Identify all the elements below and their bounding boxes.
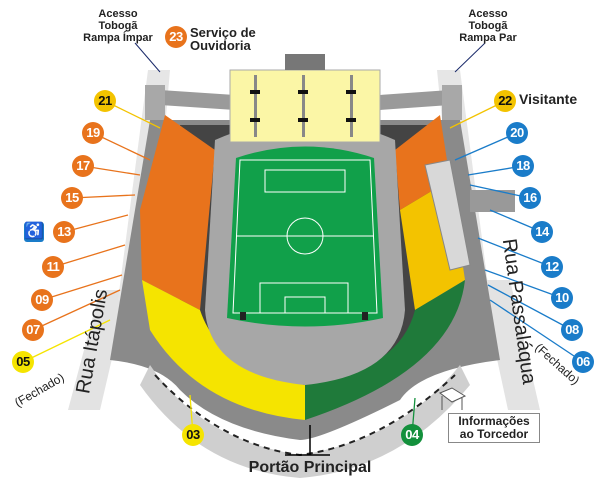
- tobogan-even-line2: Rampa Par: [459, 32, 517, 44]
- gate-badge-13[interactable]: 13: [53, 221, 75, 243]
- gate-badge-12[interactable]: 12: [541, 256, 563, 278]
- gate-badge-19[interactable]: 19: [82, 122, 104, 144]
- tobogan-odd-label: Acesso Tobogã Rampa Ímpar: [80, 8, 156, 44]
- tobogan-even-line1: Acesso Tobogã: [468, 8, 508, 32]
- gate-badge-15[interactable]: 15: [61, 187, 83, 209]
- gate-badge-14[interactable]: 14: [531, 221, 553, 243]
- street-right: [480, 280, 540, 410]
- tobogan-even-label: Acesso Tobogã Rampa Par: [448, 8, 528, 44]
- gate-leader-line: [22, 319, 111, 363]
- gate-leader-line: [52, 244, 126, 268]
- gate-badge-08[interactable]: 08: [561, 319, 583, 341]
- ouvidoria-line1: Serviço de: [190, 25, 256, 40]
- kiosk-icon: [439, 387, 467, 410]
- gate-badge-03[interactable]: 03: [182, 424, 204, 446]
- gate-leader-line: [32, 289, 121, 331]
- covered-stand: [424, 159, 471, 271]
- gate-badge-04[interactable]: 04: [401, 424, 423, 446]
- gate-badge-09[interactable]: 09: [31, 289, 53, 311]
- tobogan-odd-line2: Rampa Ímpar: [83, 32, 153, 44]
- gate-badge-18[interactable]: 18: [512, 155, 534, 177]
- gate-leader-line: [489, 299, 584, 363]
- info-line1: Informações: [458, 414, 530, 428]
- stand-left-orange: [140, 115, 215, 310]
- gate-badge-05[interactable]: 05: [12, 351, 34, 373]
- stand-lower-green: [305, 280, 465, 420]
- gate-badge-06[interactable]: 06: [572, 351, 594, 373]
- gate-leader-line: [484, 269, 563, 299]
- street-left: [68, 290, 128, 410]
- visitante-label: Visitante: [519, 91, 578, 107]
- gate-leader-line: [41, 274, 123, 301]
- info-line2: ao Torcedor: [459, 427, 529, 441]
- gate-badge-07[interactable]: 07: [22, 319, 44, 341]
- gate-badge-17[interactable]: 17: [72, 155, 94, 177]
- gate-badge-16[interactable]: 16: [519, 187, 541, 209]
- gate-leader-line: [477, 237, 553, 268]
- main-gate-label: Portão Principal: [248, 459, 372, 476]
- gate-badge-11[interactable]: 11: [42, 256, 64, 278]
- outer-facade: [140, 365, 470, 478]
- ouvidoria-label: Serviço de Ouvidoria: [190, 26, 256, 52]
- gate-badge-23[interactable]: 23: [165, 26, 187, 48]
- gate-badge-21[interactable]: 21: [94, 90, 116, 112]
- gate-leader-line: [487, 284, 573, 331]
- tobogan-odd-line1: Acesso Tobogã: [98, 8, 138, 32]
- gate-badge-20[interactable]: 20: [506, 122, 528, 144]
- info-box[interactable]: Informações ao Torcedor: [448, 413, 540, 443]
- wheelchair-icon: ♿: [24, 222, 44, 242]
- gate-badge-10[interactable]: 10: [551, 287, 573, 309]
- gate-badge-22[interactable]: 22: [494, 90, 516, 112]
- ouvidoria-line2: Ouvidoria: [190, 38, 251, 53]
